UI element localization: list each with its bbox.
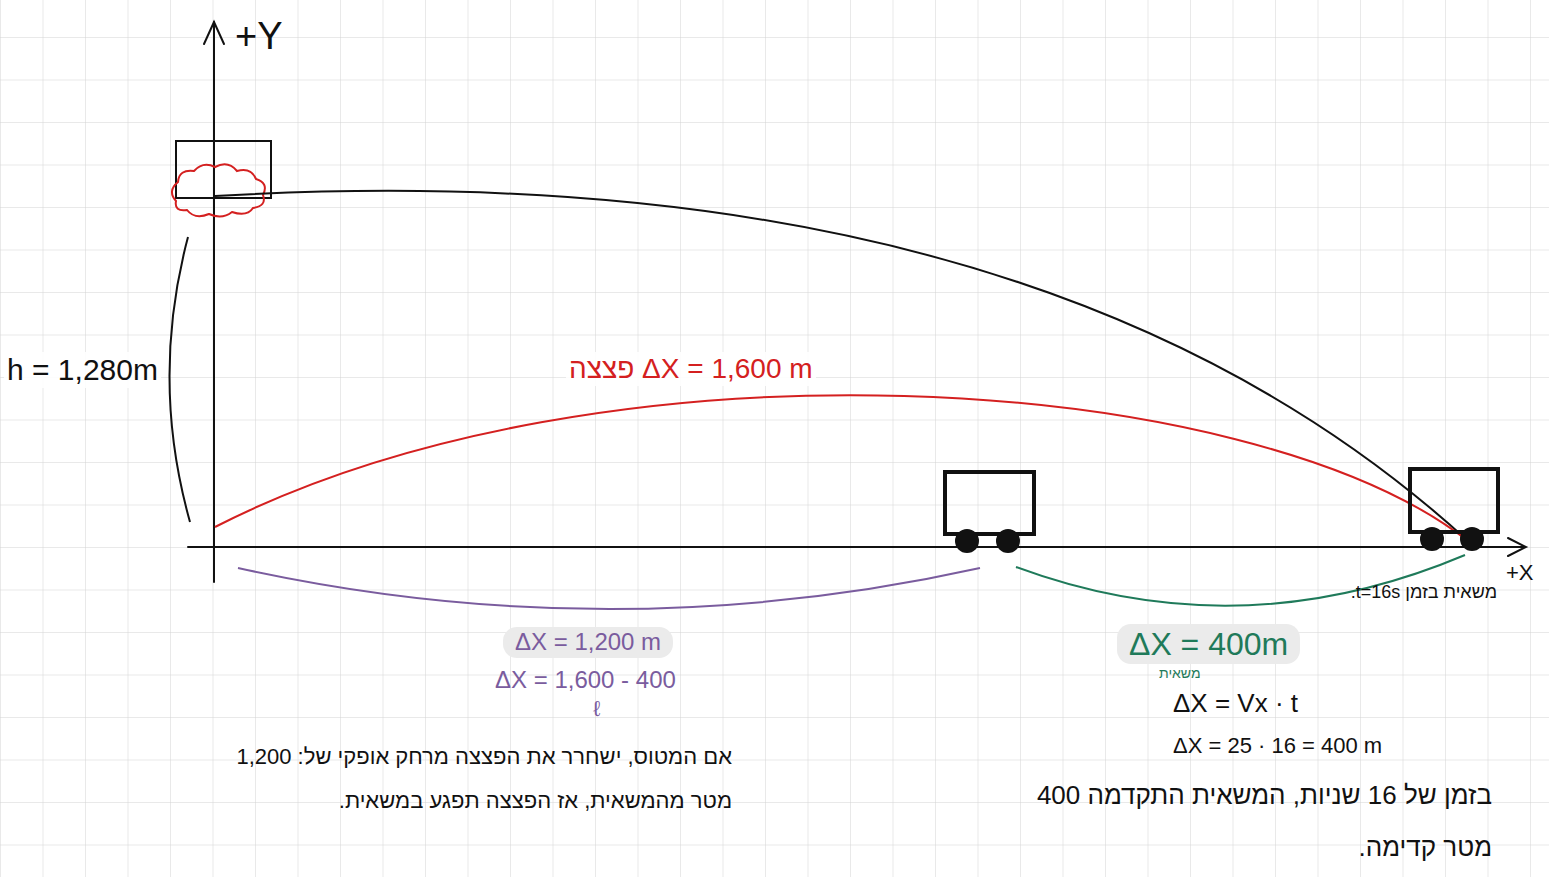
height-arc [169, 237, 190, 522]
label-holder: +X [1503, 560, 1537, 586]
label-holder: ΔX = 25 · 16 = 400 m [1170, 733, 1385, 759]
label-holder: ΔX = 1,600 - 400 [492, 666, 679, 695]
truck [945, 472, 1034, 553]
label-holder: משאית בזמן t=16s. [1330, 582, 1500, 603]
equation: ΔX = 25 · 16 = 400 m [1170, 733, 1385, 759]
distance-label: ΔX = 1,200 m [503, 627, 673, 658]
label-holder: +Y [232, 14, 286, 60]
label-holder: ΔX = 1,200 m [503, 627, 673, 658]
bomb-trajectory [215, 191, 1468, 541]
cloud [172, 164, 265, 216]
label-holder: בזמן של 16 שניות, המשאית התקדמה 400 מטר … [1010, 769, 1495, 873]
distance-label: פצצה ΔX = 1,600 m [566, 352, 816, 386]
label-holder: אם המטוס, ישחרר את הפצצה מרחק אופקי של: … [205, 735, 735, 823]
subscript-label: משאית [1156, 665, 1204, 682]
height-dimension: h = 1,280m [4, 352, 161, 388]
bomb-range-arc [215, 395, 1468, 541]
equation: ΔX = Vx · t [1170, 688, 1301, 719]
equation: ΔX = 1,600 - 400 [492, 666, 679, 695]
plane-box [176, 141, 271, 198]
symbol: ℓ [590, 696, 603, 722]
axis-label: +Y [232, 14, 286, 60]
label-holder: ΔX = 400m [1117, 624, 1300, 664]
label-holder: פצצה ΔX = 1,600 m [566, 352, 816, 386]
time-note: משאית בזמן t=16s. [1330, 582, 1500, 603]
label-holder: ℓ [590, 696, 603, 722]
distance-arc [238, 568, 980, 609]
label-holder: משאית [1156, 664, 1204, 682]
note: אם המטוס, ישחרר את הפצצה מרחק אופקי של: … [205, 735, 735, 823]
note: בזמן של 16 שניות, המשאית התקדמה 400 מטר … [1010, 769, 1495, 873]
distance-label: ΔX = 400m [1117, 624, 1300, 664]
axes [188, 22, 1526, 582]
label-holder: ΔX = Vx · t [1170, 688, 1301, 719]
label-holder: h = 1,280m [4, 352, 161, 388]
truck [1410, 469, 1498, 551]
axis-label: +X [1503, 560, 1537, 586]
